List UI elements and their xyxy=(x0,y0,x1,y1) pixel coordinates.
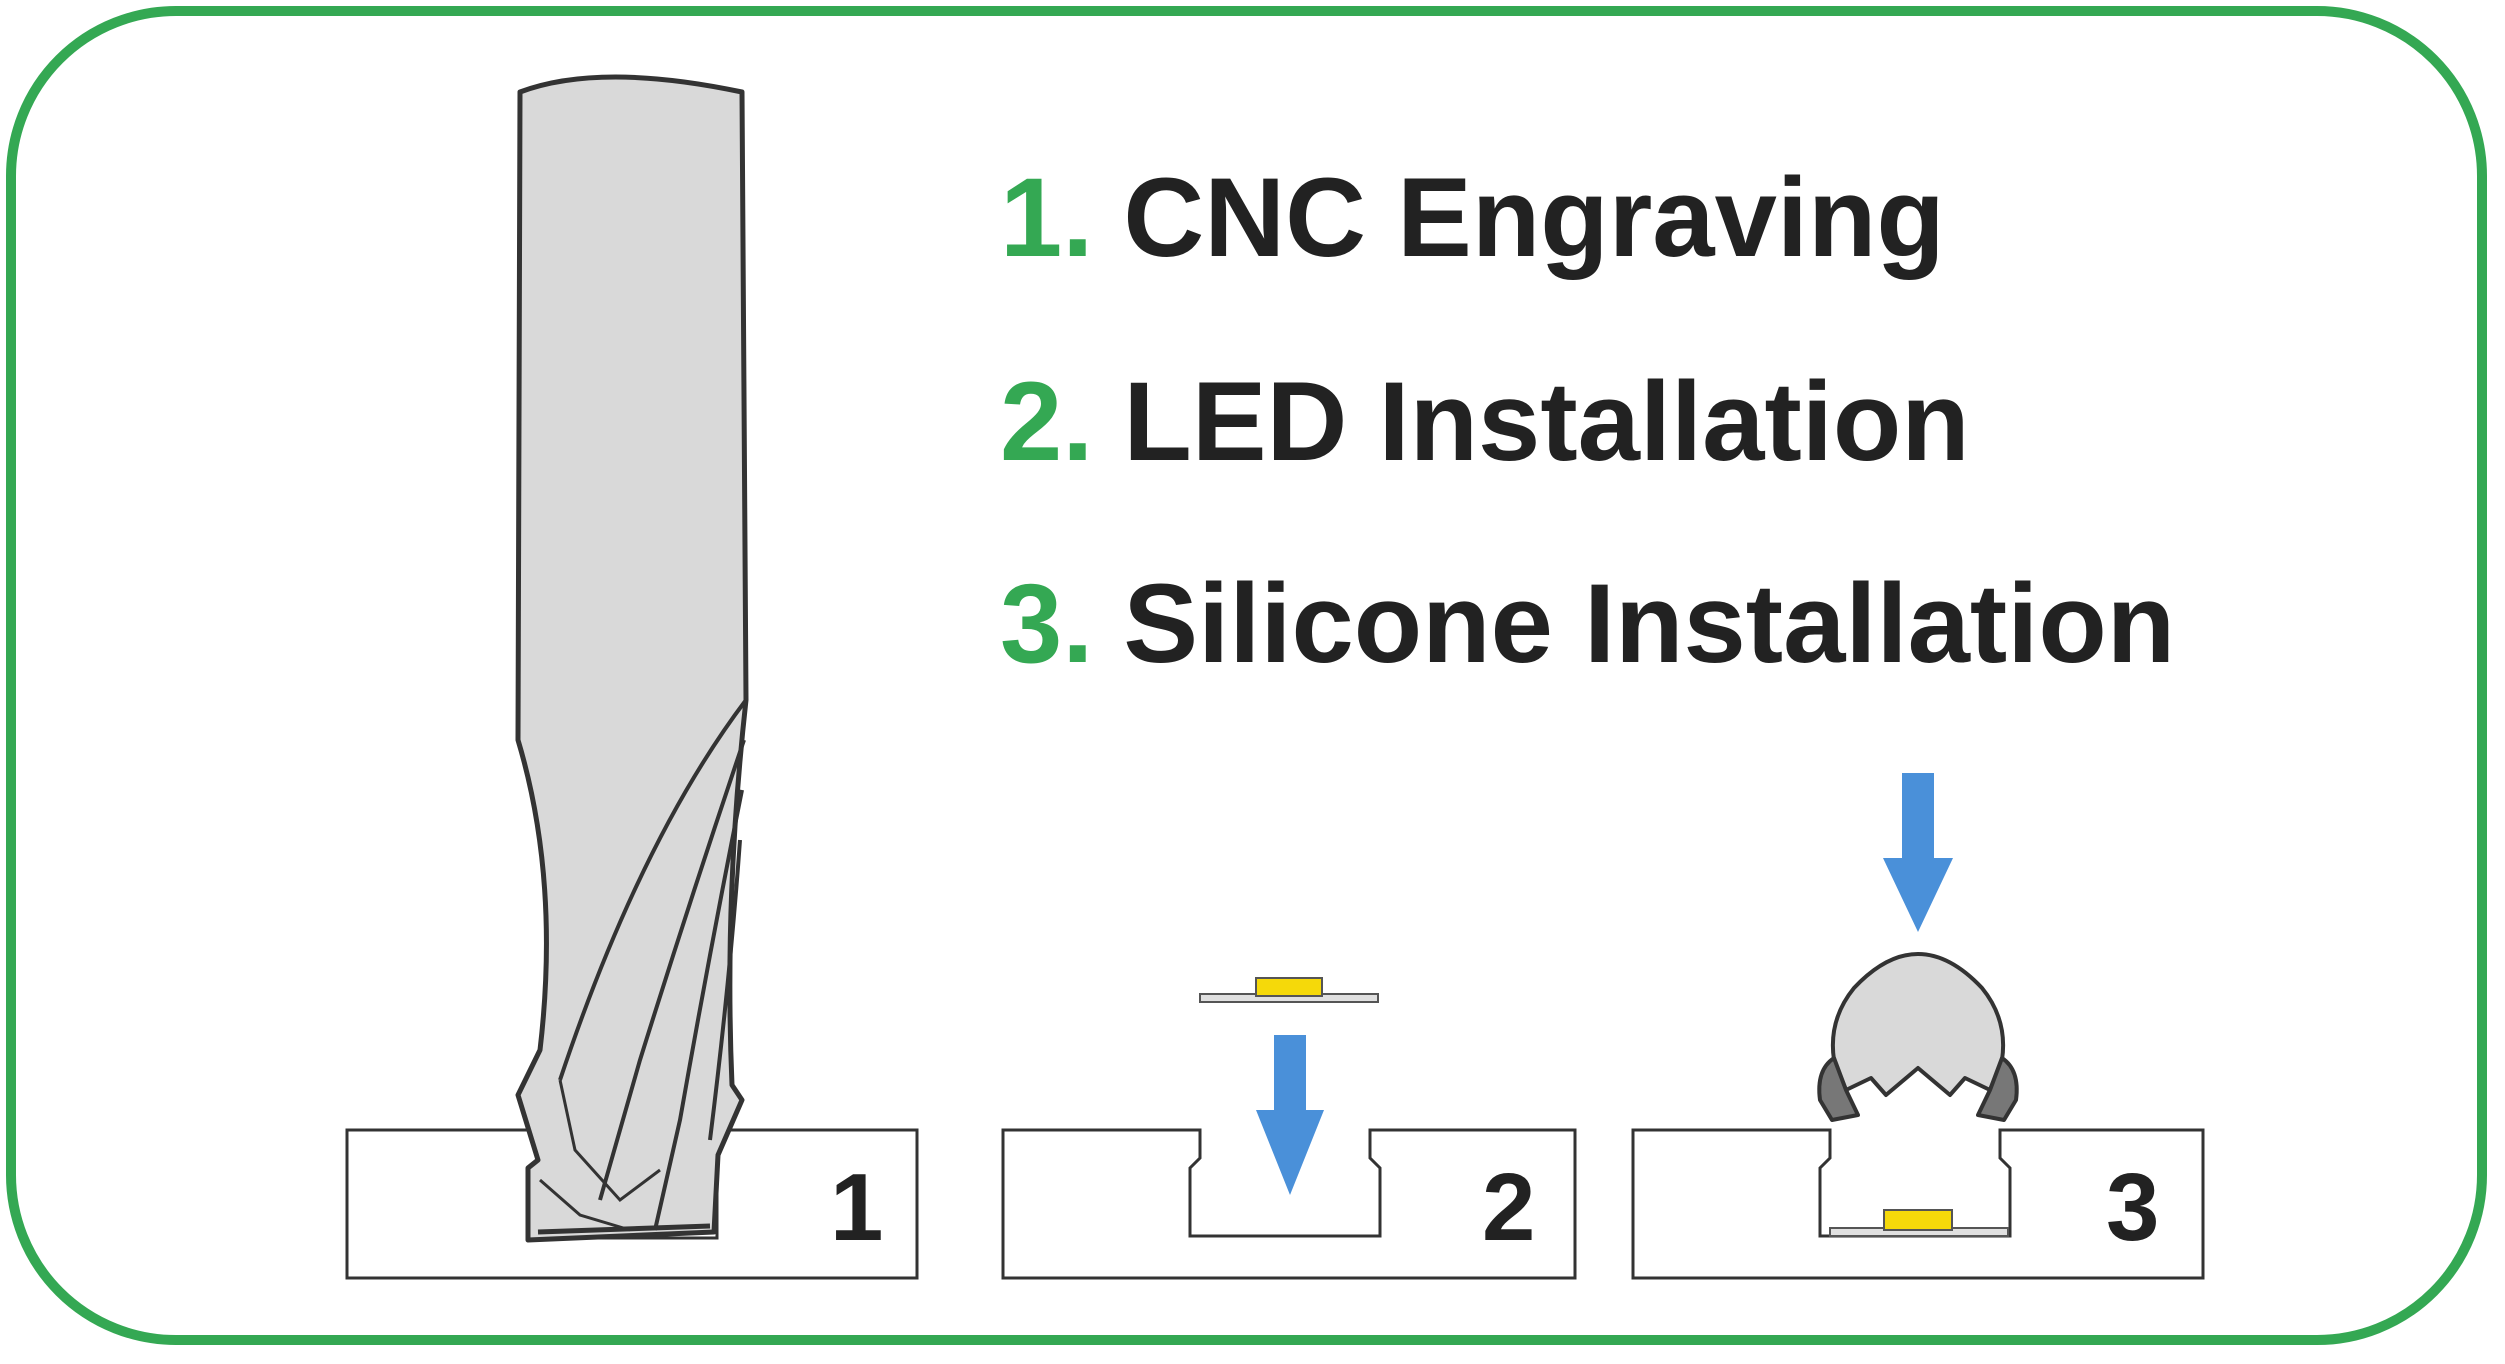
step-1-label: CNC Engraving xyxy=(1123,155,1945,280)
panel-3-illustration xyxy=(1631,773,2205,1280)
panel-3-label: 3 xyxy=(2106,1154,2160,1261)
step-3-number: 3. xyxy=(1000,561,1094,686)
panel-3-block xyxy=(1631,1128,2205,1280)
step-3-label: Silicone Installation xyxy=(1123,561,2176,686)
down-arrow-icon xyxy=(1256,1035,1324,1195)
panel-2-illustration xyxy=(1001,977,1577,1280)
rounded-green-frame xyxy=(6,6,2487,1345)
silicone-cap-icon xyxy=(1817,952,2019,1122)
step-1-title: 1.CNC Engraving xyxy=(1000,162,1945,274)
end-mill-icon xyxy=(515,74,749,1243)
panel-2-block xyxy=(1001,1128,1577,1280)
panel-2-label: 2 xyxy=(1482,1154,1536,1261)
panel-1-label: 1 xyxy=(830,1154,884,1261)
panel-1-illustration xyxy=(345,74,919,1280)
step-2-number: 2. xyxy=(1000,359,1094,484)
down-arrow-icon xyxy=(1883,773,1953,932)
step-2-label: LED Installation xyxy=(1123,359,1970,484)
installed-led-chip-icon xyxy=(1883,1209,1953,1231)
step-2-title: 2.LED Installation xyxy=(1000,366,1970,478)
step-3-title: 3.Silicone Installation xyxy=(1000,568,2175,680)
led-chip-icon xyxy=(1255,977,1323,997)
step-1-number: 1. xyxy=(1000,155,1094,280)
